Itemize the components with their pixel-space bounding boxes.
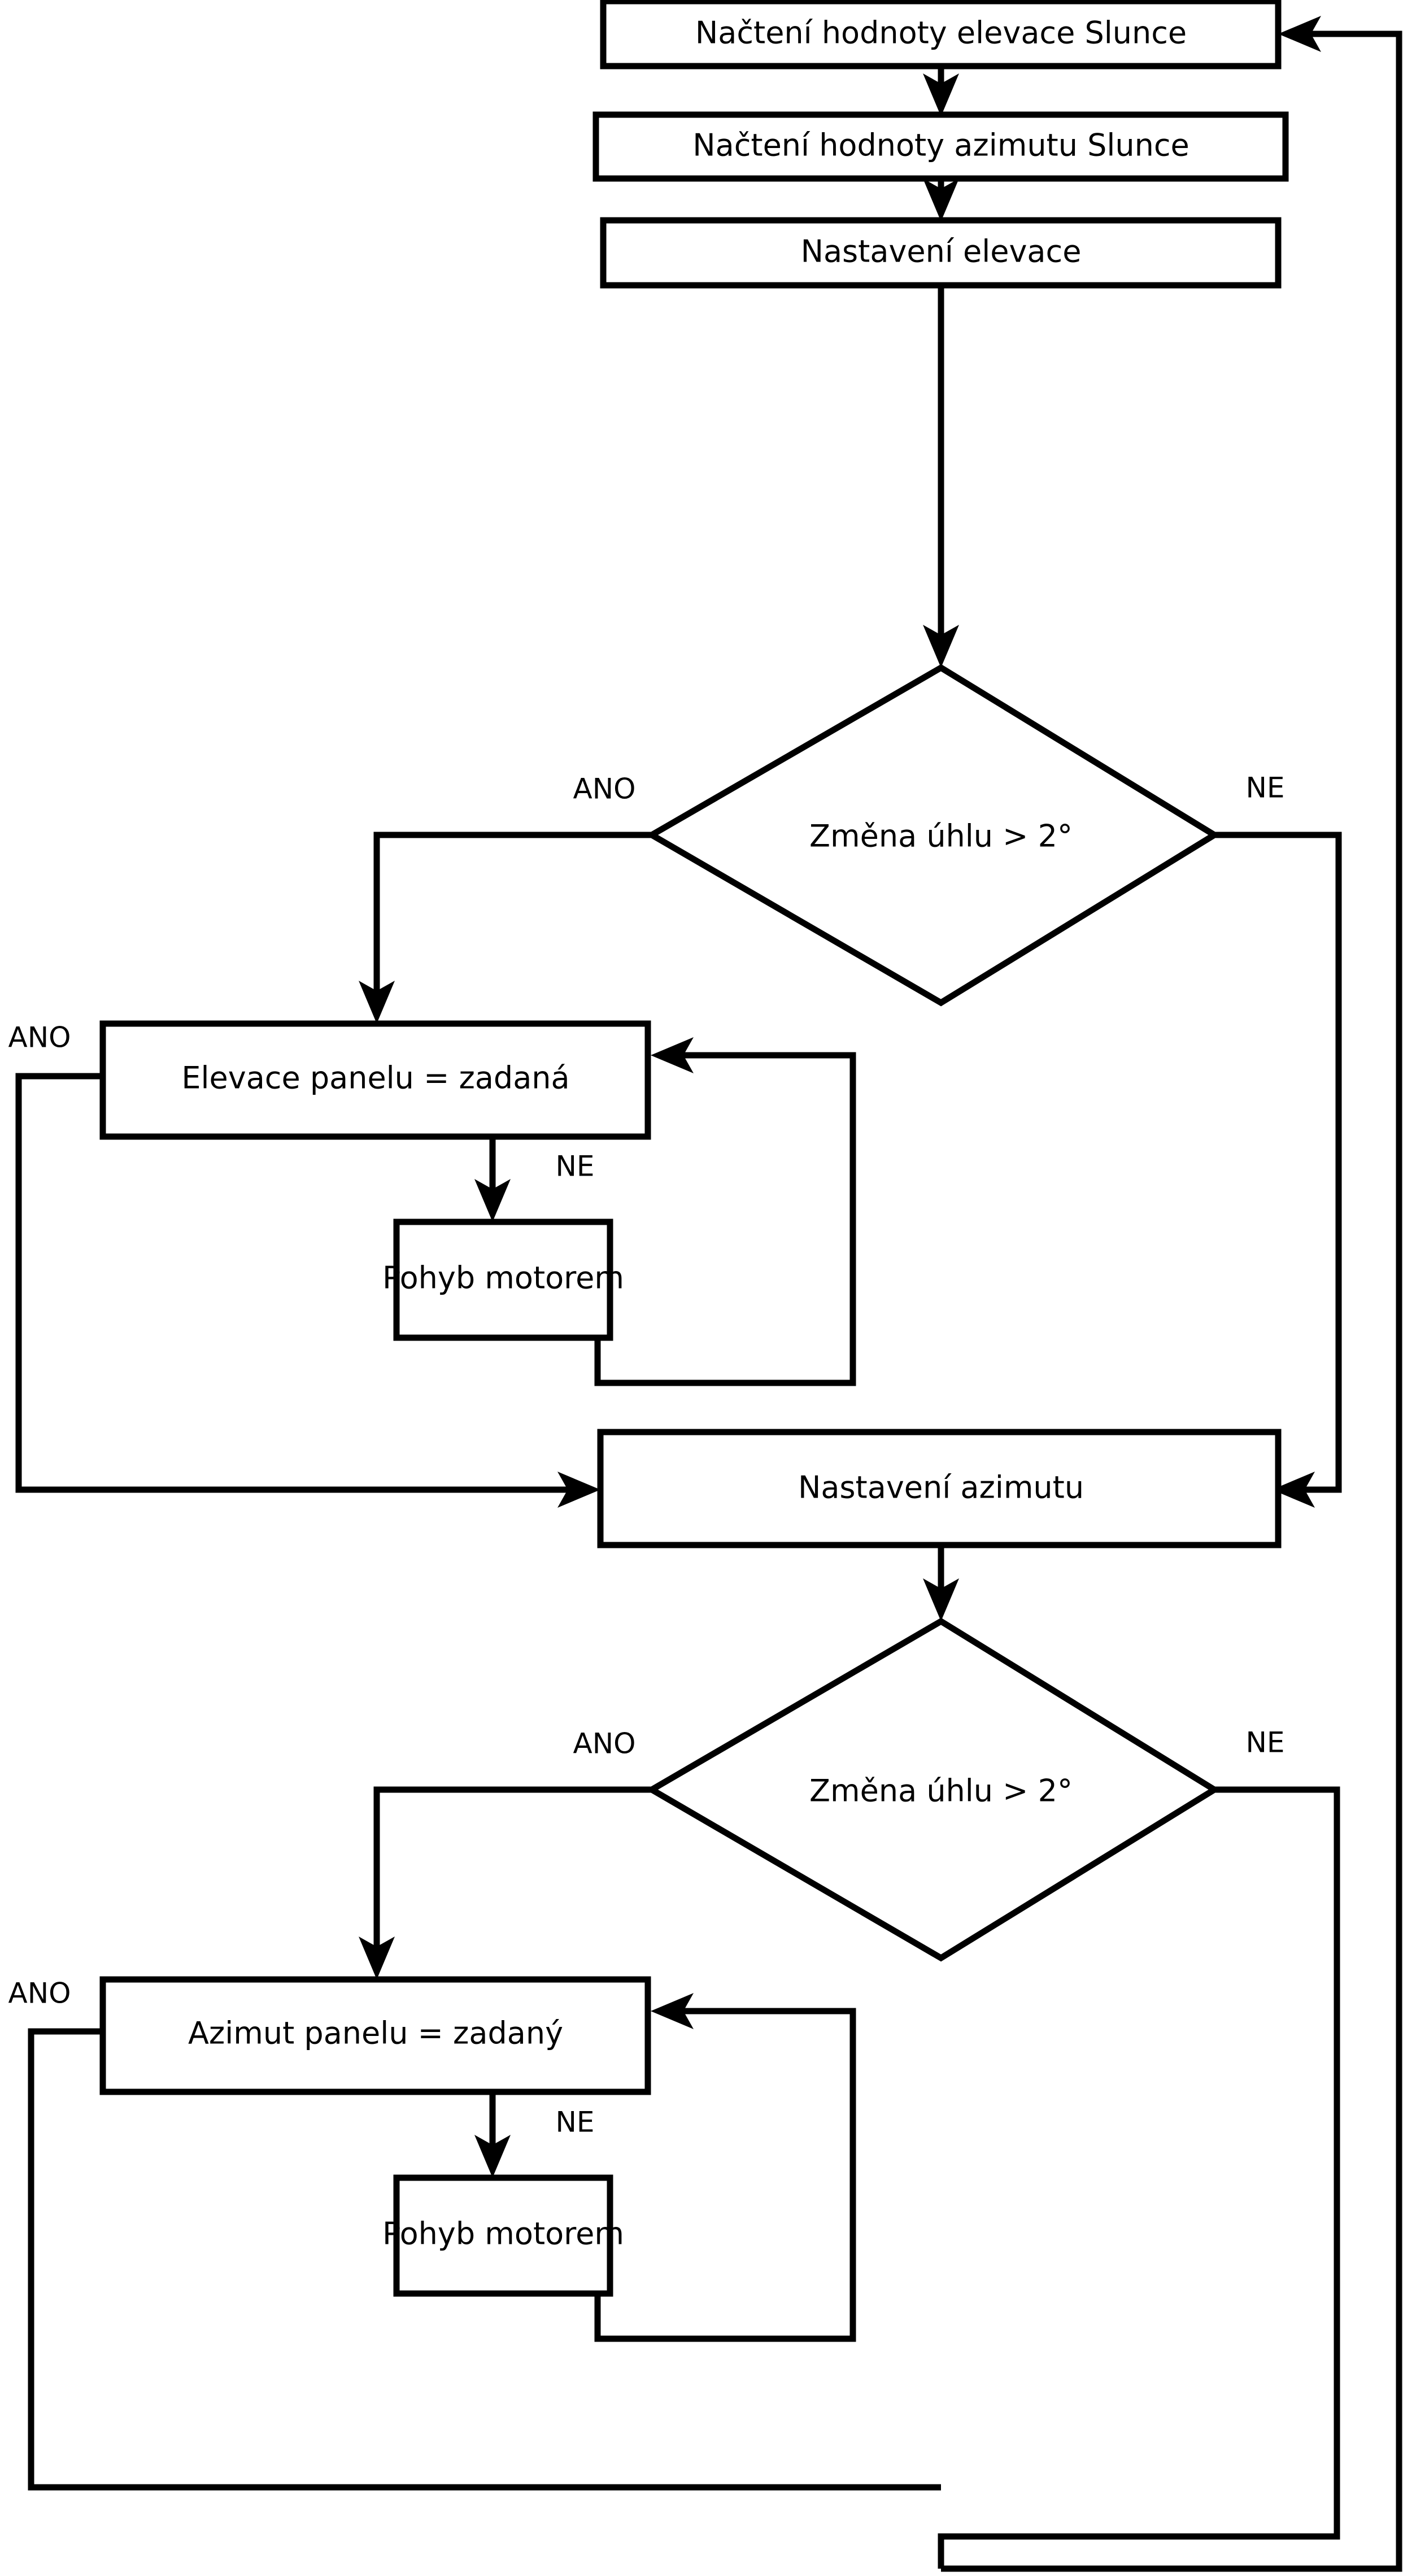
edge-label-panel-azimuth-no: NE	[556, 2106, 595, 2139]
node-panel-azimuth-equal-label: Azimut panelu = zadaný	[188, 2016, 563, 2051]
edge-decision-elevation-yes	[359, 832, 652, 1024]
node-read-azimuth-label: Načtení hodnoty azimutu Slunce	[692, 128, 1190, 163]
edge-label-panel-elevation-yes: ANO	[8, 1021, 71, 1054]
node-panel-elevation-equal[interactable]: Elevace panelu = zadaná	[99, 1020, 651, 1140]
edge-motor-elevation-loop-back	[594, 1037, 856, 1386]
node-panel-elevation-equal-label: Elevace panelu = zadaná	[181, 1060, 569, 1096]
node-read-elevation-label: Načtení hodnoty elevace Slunce	[695, 15, 1187, 51]
edge-label-decision-azimuth-yes: ANO	[573, 1728, 636, 1760]
node-read-elevation[interactable]: Načtení hodnoty elevace Slunce	[600, 0, 1282, 69]
edge-label-decision-azimuth-no: NE	[1246, 1726, 1285, 1759]
node-motor-move-elevation-label: Pohyb motorem	[382, 1260, 624, 1296]
edge-set-elevation-to-decision-elevation	[923, 285, 959, 668]
node-decision-elevation[interactable]: Změna úhlu > 2°	[646, 664, 1221, 1007]
edge-label-panel-elevation-no: NE	[556, 1150, 595, 1183]
edge-panel-elevation-no	[474, 1137, 511, 1222]
edge-set-azimuth-to-decision-azimuth	[923, 1545, 959, 1621]
node-set-azimuth-label: Nastavení azimutu	[798, 1470, 1084, 1505]
node-set-elevation-label: Nastavení elevace	[801, 234, 1082, 269]
node-motor-move-azimuth[interactable]: Pohyb motorem	[382, 2174, 624, 2297]
edge-label-decision-elevation-no: NE	[1246, 772, 1285, 804]
node-motor-move-azimuth-label: Pohyb motorem	[382, 2216, 624, 2252]
edge-decision-azimuth-no	[938, 1786, 1340, 2569]
node-set-azimuth[interactable]: Nastavení azimutu	[597, 1429, 1282, 1548]
edge-decision-elevation-no	[1214, 832, 1342, 1508]
edge-label-decision-elevation-yes: ANO	[573, 773, 636, 806]
edge-panel-azimuth-no	[474, 2092, 511, 2178]
node-read-azimuth[interactable]: Načtení hodnoty azimutu Slunce	[592, 111, 1289, 182]
edge-decision-azimuth-yes	[359, 1786, 652, 1979]
edge-return-to-start	[941, 16, 1402, 2572]
edge-read-elevation-to-read-azimuth	[923, 66, 959, 116]
node-decision-azimuth[interactable]: Změna úhlu > 2°	[646, 1617, 1221, 1962]
node-panel-azimuth-equal[interactable]: Azimut panelu = zadaný	[99, 1976, 651, 2095]
node-decision-elevation-label: Změna úhlu > 2°	[809, 819, 1073, 854]
edge-panel-elevation-yes	[15, 1073, 600, 1508]
edge-panel-azimuth-yes	[28, 2028, 941, 2491]
node-decision-azimuth-label: Změna úhlu > 2°	[809, 1773, 1073, 1809]
node-motor-move-elevation[interactable]: Pohyb motorem	[382, 1219, 624, 1341]
edge-motor-azimuth-loop-back	[594, 1993, 856, 2342]
edge-read-azimuth-to-set-elevation	[923, 179, 959, 221]
edge-label-panel-azimuth-yes: ANO	[8, 1977, 71, 2010]
node-set-elevation[interactable]: Nastavení elevace	[600, 217, 1282, 289]
